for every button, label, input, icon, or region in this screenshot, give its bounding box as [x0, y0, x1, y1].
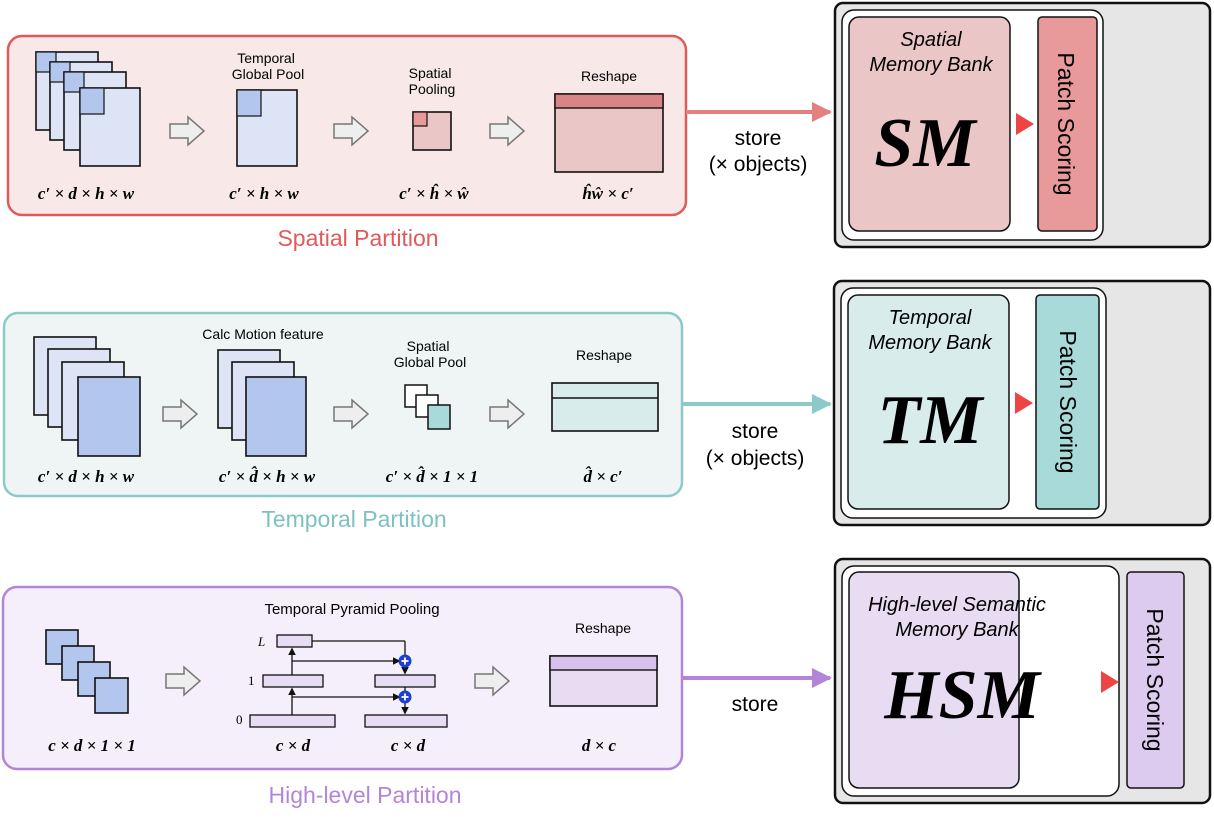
highlevel-dim-2: c × d	[276, 736, 311, 755]
spatial-spatially-pooled-tensor	[412, 111, 452, 151]
temporal-memory-bank-title-2: Memory Bank	[868, 332, 992, 354]
highlevel-patch-scoring-box	[1126, 571, 1185, 789]
highlevel-partition-row: c × d × 1 × 1 Temporal Pyramid Pooling L…	[1, 557, 1212, 808]
temporal-dim-1: c′ × d × h × w	[38, 467, 135, 486]
spatial-dim-2: c′ × h × w	[229, 184, 299, 203]
temporal-step-reshape: Reshape	[576, 347, 632, 363]
temporal-motion-tensor-stack	[217, 349, 307, 457]
spatial-dim-4: ĥŵ × c′	[582, 184, 633, 203]
spatial-dim-3: c′ × ĥ × ŵ	[399, 184, 469, 203]
pyramid-level-0: 0	[236, 712, 243, 727]
temporal-input-tensor-stack	[33, 336, 141, 457]
spatial-store-sub: (× objects)	[709, 153, 808, 176]
spatial-patch-scoring-label: Patch Scoring	[1053, 52, 1079, 195]
temporal-step-spatial-global-pool: Spatial Global Pool	[394, 338, 466, 370]
temporal-step-calc-motion: Calc Motion feature	[202, 326, 324, 342]
spatial-memory-bank-abbr: SM	[874, 105, 978, 182]
highlevel-dim-4: d × c	[582, 736, 617, 755]
temporal-patch-scoring-label: Patch Scoring	[1055, 330, 1081, 473]
spatial-memory-bank-title-2: Memory Bank	[869, 54, 993, 76]
highlevel-memory-bank-title-2: Memory Bank	[895, 619, 1019, 641]
temporal-partition-row: c′ × d × h × w Calc Motion feature c′ × …	[2, 279, 1212, 532]
pyramid-add-icon-lower	[398, 690, 412, 704]
spatial-pooled-tensor	[236, 89, 298, 167]
temporal-scoring-pointer	[1015, 392, 1033, 414]
highlevel-dim-3: c × d	[391, 736, 426, 755]
temporal-dim-4: d̂ × c′	[583, 466, 622, 486]
highlevel-scoring-pointer	[1101, 671, 1119, 693]
spatial-memory-bank-title-1: Spatial	[900, 29, 962, 51]
spatial-memory-bank-panel	[848, 16, 1011, 232]
temporal-patch-scoring-box	[1035, 294, 1100, 510]
spatial-patch-scoring-box	[1037, 16, 1098, 232]
pyramid-add-icon-upper	[398, 654, 412, 668]
highlevel-pyramid-pooling-graph: L 1 0	[236, 634, 448, 728]
spatial-scoring-pointer	[1016, 113, 1034, 135]
temporal-dim-3: c′ × d̂ × 1 × 1	[386, 466, 478, 486]
highlevel-partition-label: High-level Partition	[268, 782, 461, 808]
temporal-store-sub: (× objects)	[706, 447, 805, 470]
temporal-pooled-tensor-stack	[404, 384, 451, 430]
highlevel-patch-scoring-label: Patch Scoring	[1142, 608, 1168, 751]
temporal-dim-2: c′ × d̂ × h × w	[219, 466, 316, 486]
pyramid-level-1: 1	[248, 673, 255, 688]
spatial-step-spatial-pooling: Spatial Pooling	[409, 65, 456, 97]
temporal-memory-bank-title-1: Temporal	[889, 307, 972, 329]
spatial-reshaped-matrix	[554, 93, 664, 173]
spatial-input-tensor-stack	[35, 51, 141, 167]
temporal-memory-bank-panel	[847, 294, 1010, 510]
highlevel-memory-bank-title-1: High-level Semantic	[868, 594, 1046, 616]
highlevel-step-reshape: Reshape	[575, 620, 631, 636]
spatial-store-label: store	[735, 127, 782, 150]
spatial-dim-1: c′ × d × h × w	[38, 184, 135, 203]
highlevel-step-temporal-pyramid-pooling: Temporal Pyramid Pooling	[264, 601, 439, 618]
highlevel-dim-1: c × d × 1 × 1	[48, 736, 136, 755]
temporal-store-label: store	[732, 420, 779, 443]
pyramid-level-L: L	[257, 634, 265, 649]
highlevel-memory-bank-panel	[848, 571, 1020, 789]
spatial-partition-row: c′ × d × h × w Temporal Global Pool c′ ×…	[6, 1, 1212, 251]
temporal-reshaped-matrix	[551, 382, 659, 432]
temporal-partition-label: Temporal Partition	[261, 506, 446, 532]
spatial-step-reshape: Reshape	[581, 68, 637, 84]
highlevel-store-label: store	[732, 693, 779, 716]
highlevel-memory-bank-abbr: HSM	[883, 657, 1042, 734]
spatial-step-temporal-global-pool: Temporal Global Pool	[232, 50, 304, 82]
spatial-partition-label: Spatial Partition	[277, 225, 438, 251]
temporal-memory-bank-abbr: TM	[878, 382, 986, 459]
highlevel-input-tensor-stack	[45, 629, 129, 714]
highlevel-reshaped-matrix	[549, 655, 658, 707]
